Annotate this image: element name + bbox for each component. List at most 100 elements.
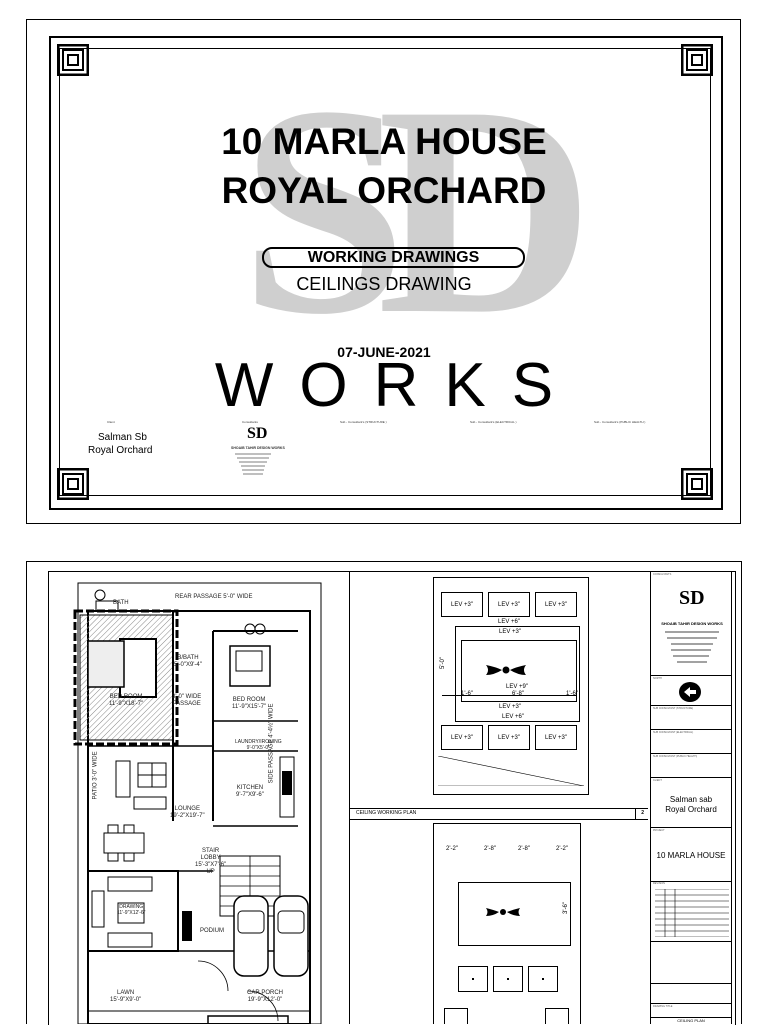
ceiling-lower-light-3 xyxy=(528,966,558,992)
electrical-consultant-label: Sub - Consultant's (ELECTRICAL ) xyxy=(470,420,517,424)
tb-divider-7 xyxy=(651,881,731,882)
ceiling-lower-tier xyxy=(458,882,571,946)
tb-divider-9 xyxy=(651,983,731,984)
working-drawings-banner: WORKING DRAWINGS xyxy=(262,247,525,268)
ceiling-level-bottom-right: LEV +3" xyxy=(535,725,577,750)
ceiling-dim-line xyxy=(442,695,577,696)
tb-divider-2 xyxy=(651,705,731,706)
tb-drawing-label: DRAWING TITLE xyxy=(653,1005,673,1008)
tb-revision-table xyxy=(655,888,729,938)
public-health-consultant-label: Sub - Consultant's (PUBLIC HEALTH ) xyxy=(594,420,646,424)
ceiling-dim-vertical: 5'-0" xyxy=(439,657,446,669)
tb-north-label: NORTH xyxy=(653,677,662,680)
room-label-lounge: LOUNGE 19'-2"X19'-7" xyxy=(170,806,205,819)
consultant-contact-lines xyxy=(233,452,273,477)
client-name: Salman Sb xyxy=(98,432,147,443)
ceiling-plan-top-room xyxy=(433,577,589,795)
cover-title-line-2: ROYAL ORCHARD xyxy=(221,170,547,211)
rear-passage-label: REAR PASSAGE 5'-0" WIDE xyxy=(175,594,253,600)
tb-divider-5 xyxy=(651,777,731,778)
ceiling-working-plan-label: CEILING WORKING PLAN xyxy=(356,810,417,816)
ceiling-plan-lower-room xyxy=(433,823,581,1024)
tb-client-label: CLIENT xyxy=(653,779,662,782)
tb-divider-4 xyxy=(651,753,731,754)
cover-sheet: SD xyxy=(26,19,741,524)
cover-subtitle: CEILINGS DRAWING xyxy=(296,274,472,294)
floor-plan-drawing xyxy=(73,582,322,1025)
room-label-bath-2: B/BATH 5'-0"X9'-4" xyxy=(174,655,202,668)
banner-text: WORKING DRAWINGS xyxy=(307,248,480,266)
ceiling-lower-light-1 xyxy=(458,966,488,992)
ceiling-fan-icon xyxy=(482,661,530,679)
tb-brand: SHOAIB TAHIR DESIGN WORKS xyxy=(661,621,723,626)
tb-divider-11 xyxy=(651,1017,731,1018)
ceiling-lower-corner-light-left xyxy=(444,1008,468,1024)
client-label: Client xyxy=(107,420,115,424)
room-label-bedroom-1: BED ROOM 11'-9"X18'-7" xyxy=(109,694,144,707)
consultant-label: Consultants xyxy=(242,420,258,424)
cover-title-line-1: 10 MARLA HOUSE xyxy=(221,121,547,162)
tb-divider-10 xyxy=(651,1003,731,1004)
tb-structure-label: SUB CONSULTANT (STRUCTURE) xyxy=(653,707,694,710)
room-label-stair-lobby: STAIR LOBBY 15'-3"X7'-6" UP xyxy=(195,848,227,875)
room-label-drawing: DRAWING 11'-9"X12'-6" xyxy=(117,904,146,916)
ceiling-level-bottom-middle: LEV +3" xyxy=(488,725,530,750)
ceiling-dim-center: 6'-8" xyxy=(512,691,524,697)
room-label-car-porch: CAR PORCH 19'-9"X12'-0" xyxy=(247,990,284,1003)
tb-divider-8 xyxy=(651,941,731,942)
structure-consultant-label: Sub - Consultant's (STRUCTURE ) xyxy=(340,420,387,424)
patio-label: PATIO 3'-0" WIDE xyxy=(92,751,99,800)
corner-ornament-bottom-right xyxy=(680,467,714,501)
room-label-bath: BATH xyxy=(113,600,129,606)
ceiling-lower-corner-light-right xyxy=(545,1008,569,1024)
room-label-laundry: LAUNDRY/IRONING 9'-0"X5'-0" xyxy=(235,739,282,751)
consultant-logo: SD xyxy=(247,425,268,442)
ceiling-level-lower-6: LEV +6" xyxy=(502,714,524,720)
corner-ornament-top-left xyxy=(56,43,90,77)
tb-contact-lines xyxy=(661,629,723,665)
ceiling-dim-right: 1'-6" xyxy=(566,691,578,697)
client-location: Royal Orchard xyxy=(88,445,153,456)
ceiling-dim-left: 1'-6" xyxy=(461,691,473,697)
tb-consultant-label: CONSULTANTS xyxy=(653,573,672,576)
consultant-name: SHOAIB TAHIR DESIGN WORKS xyxy=(231,446,285,450)
ceiling-tier-outer xyxy=(455,626,580,722)
floor-plan-panel xyxy=(48,571,350,1025)
tb-divider-6 xyxy=(651,827,731,828)
tb-divider-1 xyxy=(651,675,731,676)
ceiling-working-plan-strip: CEILING WORKING PLAN 2 xyxy=(350,808,648,820)
title-block: CONSULTANTS SD SHOAIB TAHIR DESIGN WORKS… xyxy=(650,571,732,1024)
ceiling-level-top-right: LEV +3" xyxy=(535,592,577,617)
sd-watermark-logo: SD xyxy=(240,44,594,376)
room-label-podium: PODIUM xyxy=(200,928,224,934)
room-label-lawn: LAWN 15'-9"X9'-0" xyxy=(110,990,142,1003)
ceiling-level-top-left: LEV +3" xyxy=(441,592,483,617)
ceiling-lower-fan-icon xyxy=(483,905,523,919)
room-label-passage: 3'-0" WIDE PASSAGE xyxy=(172,694,202,707)
tb-project-label: PROJECT xyxy=(653,829,665,832)
tb-logo: SD xyxy=(679,587,705,609)
plans-inner-frame xyxy=(48,571,736,1025)
ceiling-lower-light-2 xyxy=(493,966,523,992)
ceiling-level-upper-3: LEV +3" xyxy=(499,629,521,635)
tb-electrical-label: SUB CONSULTANT (ELECTRICAL) xyxy=(653,731,694,734)
cover-outer-frame xyxy=(49,36,723,510)
corner-ornament-top-right xyxy=(680,43,714,77)
ceiling-level-lower-3: LEV +3" xyxy=(499,704,521,710)
ceiling-level-bottom-left: LEV +3" xyxy=(441,725,483,750)
ceiling-level-upper-6: LEV +6" xyxy=(498,619,520,625)
ceiling-stair-hatch xyxy=(437,755,585,787)
ceiling-lower-dim-vertical: 3'-6" xyxy=(562,902,569,914)
cover-works-wordmark: WORKS xyxy=(214,351,580,420)
room-label-bedroom-2: BED ROOM 11'-9"X15'-7" xyxy=(232,697,267,710)
room-label-kitchen: KITCHEN 9'-7"X9'-6" xyxy=(236,785,264,798)
cover-date: 07-JUNE-2021 xyxy=(337,344,431,360)
tb-project-name: 10 MARLA HOUSE xyxy=(656,851,726,860)
tb-public-health-label: SUB CONSULTANT (PUBLIC HEALTH) xyxy=(653,755,698,758)
ceiling-working-plan-number: 2 xyxy=(641,810,644,816)
corner-ornament-bottom-left xyxy=(56,467,90,501)
north-arrow-icon xyxy=(678,681,702,703)
ceiling-level-center-9: LEV +9" xyxy=(506,684,528,690)
tb-client-location: Royal Orchard xyxy=(665,805,717,814)
tb-sheet-title: CEILING PLAN xyxy=(677,1018,705,1023)
